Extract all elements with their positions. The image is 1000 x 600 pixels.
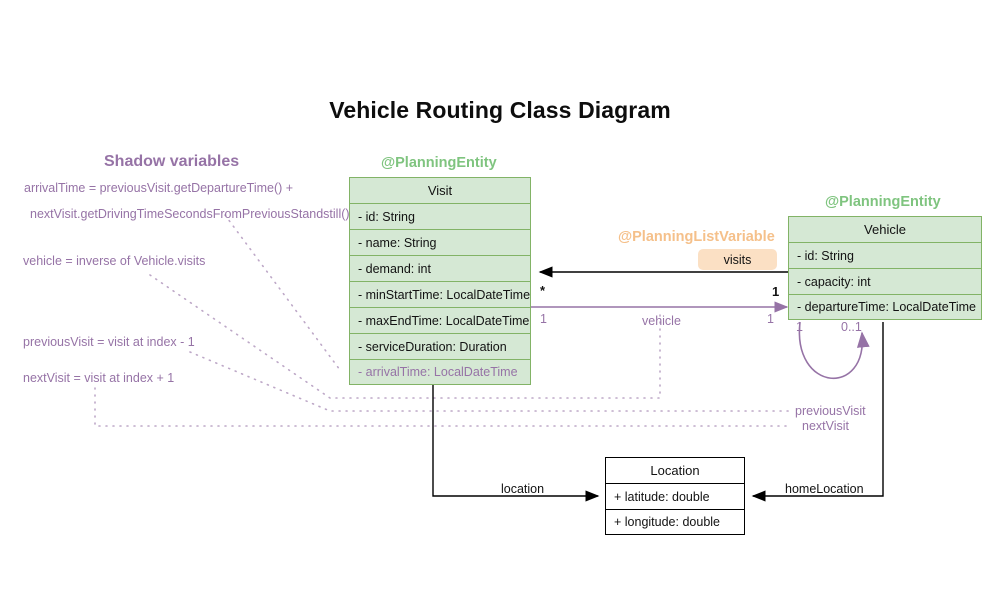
location-class-name: Location <box>605 457 745 483</box>
home-location-edge-label: homeLocation <box>785 482 864 496</box>
visits-multiplicity-target: * <box>540 283 546 298</box>
shadow-note-previous-visit: previousVisit = visit at index - 1 <box>23 335 195 349</box>
vehicle-attr-id: - id: String <box>788 242 982 268</box>
vehicle-attr-departure-time: - departureTime: LocalDateTime <box>788 294 982 320</box>
class-box-vehicle[interactable]: Vehicle - id: String - capacity: int - d… <box>788 216 982 320</box>
location-attr-longitude: + longitude: double <box>605 509 745 535</box>
page-title: Vehicle Routing Class Diagram <box>329 97 671 123</box>
planning-list-variable-stereotype: @PlanningListVariable <box>618 229 775 245</box>
visit-stereotype: @PlanningEntity <box>381 155 497 171</box>
next-visit-edge-label: nextVisit <box>802 419 850 433</box>
location-edge-label: location <box>501 482 545 496</box>
class-box-visit[interactable]: Visit - id: String - name: String - dema… <box>349 177 531 385</box>
edge-location <box>432 383 600 502</box>
visit-attr-name: - name: String <box>349 229 531 255</box>
vehicle-stereotype: @PlanningEntity <box>825 194 941 210</box>
visit-attr-demand: - demand: int <box>349 255 531 281</box>
visit-chain-multiplicity-target: 0..1 <box>841 320 862 334</box>
shadow-note-arrival-time-2: nextVisit.getDrivingTimeSecondsFromPrevi… <box>30 207 350 221</box>
visits-multiplicity-source: 1 <box>772 284 780 299</box>
vehicle-edge-label: vehicle <box>642 314 681 328</box>
previous-visit-edge-label: previousVisit <box>795 404 866 418</box>
vehicle-attr-capacity: - capacity: int <box>788 268 982 294</box>
shadow-note-arrival-time-1: arrivalTime = previousVisit.getDeparture… <box>24 181 294 195</box>
visit-attr-arrival-time: - arrivalTime: LocalDateTime <box>349 359 531 385</box>
visit-chain-multiplicity-source: 1 <box>796 320 803 334</box>
vehicle-multiplicity-target: 1 <box>767 312 774 326</box>
shadow-note-vehicle: vehicle = inverse of Vehicle.visits <box>23 254 206 268</box>
visit-attr-max-end-time: - maxEndTime: LocalDateTime <box>349 307 531 333</box>
shadow-note-next-visit: nextVisit = visit at index + 1 <box>23 371 175 385</box>
shadow-variables-heading: Shadow variables <box>104 153 240 170</box>
visits-badge[interactable]: visits <box>698 249 777 270</box>
visit-class-name: Visit <box>349 177 531 203</box>
visit-attr-id: - id: String <box>349 203 531 229</box>
visit-attr-min-start-time: - minStartTime: LocalDateTime <box>349 281 531 307</box>
vehicle-multiplicity-source: 1 <box>540 312 547 326</box>
vehicle-class-name: Vehicle <box>788 216 982 242</box>
location-attr-latitude: + latitude: double <box>605 483 745 509</box>
visit-attr-service-duration: - serviceDuration: Duration <box>349 333 531 359</box>
class-box-location[interactable]: Location + latitude: double + longitude:… <box>605 457 745 535</box>
